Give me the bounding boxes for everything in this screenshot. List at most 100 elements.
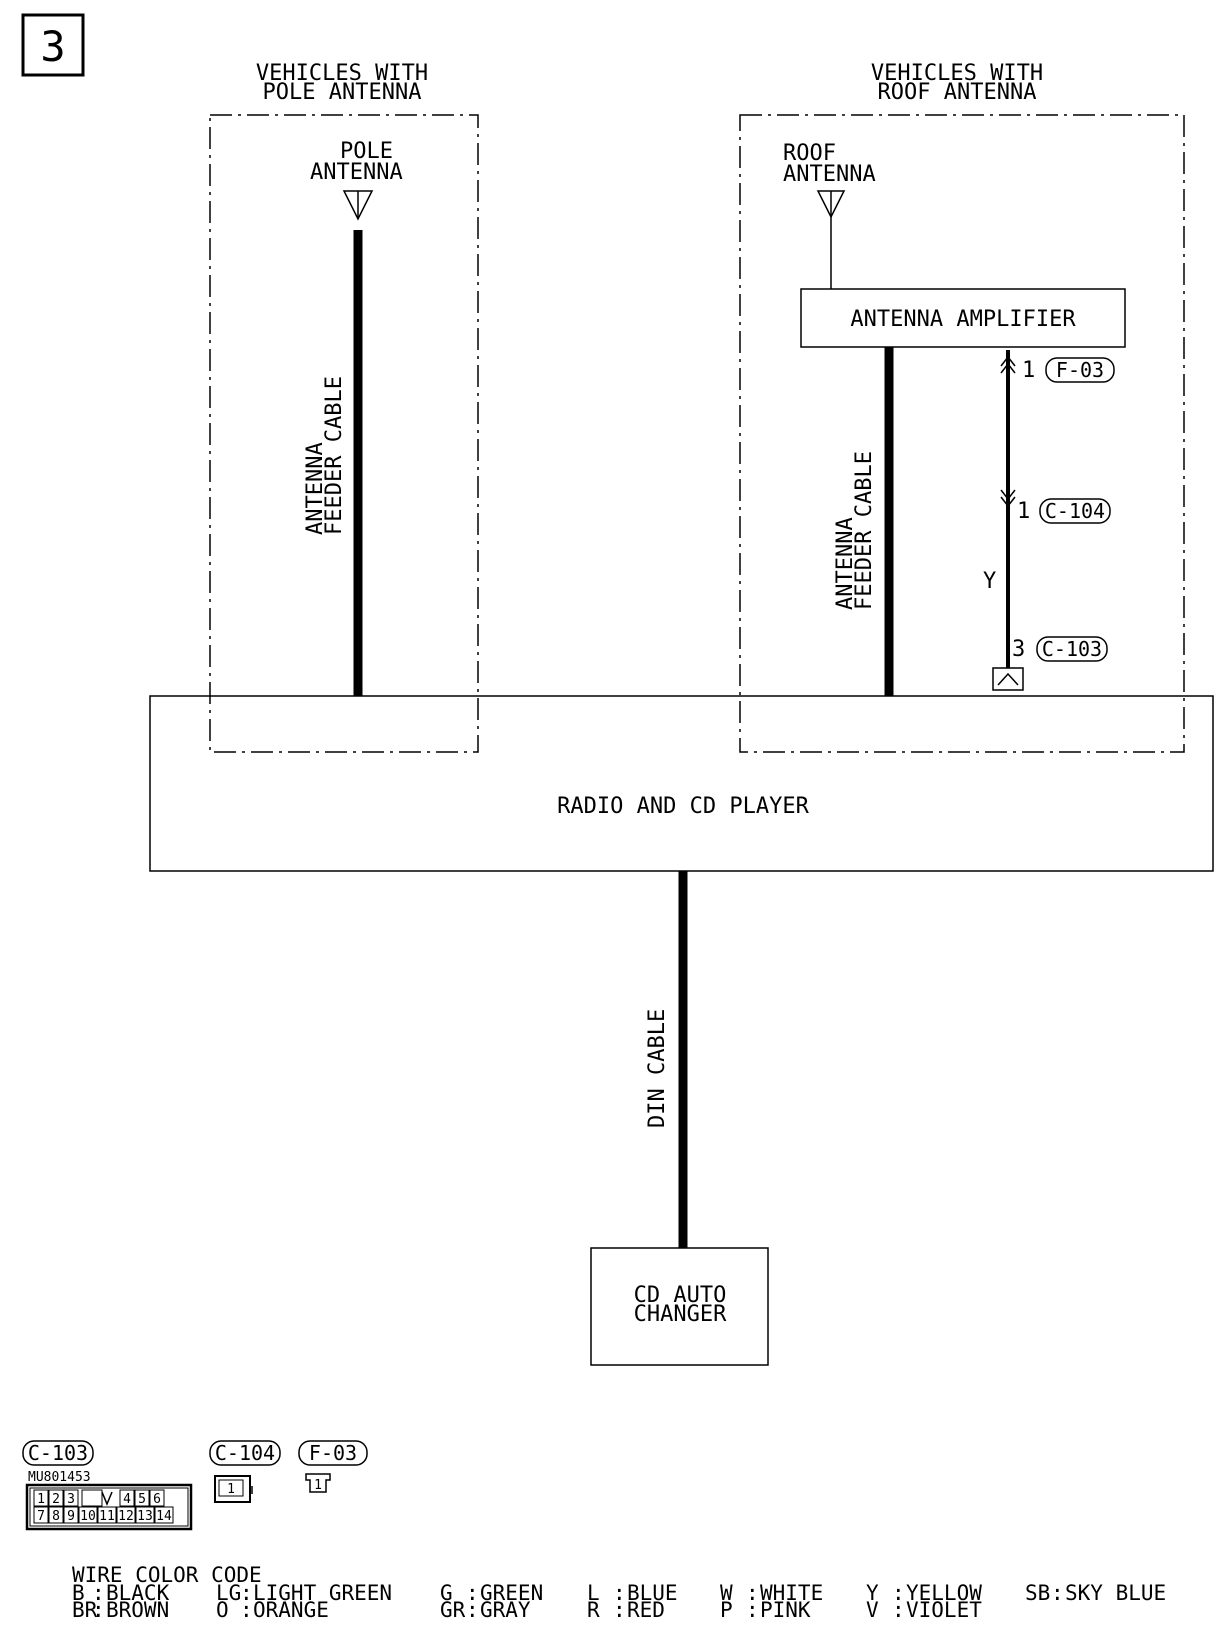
svg-text:C-103: C-103 — [1042, 637, 1102, 661]
svg-text:1: 1 — [37, 1492, 45, 1507]
radio-cd-player-box — [149, 695, 1214, 872]
svg-text:2: 2 — [52, 1492, 60, 1507]
wire-color-code-legend: WIRE COLOR CODE B : BLACK BR : BROWN LG … — [72, 1563, 1166, 1622]
connector-legend-c103: C-103 MU801453 — [22, 1440, 193, 1531]
svg-text:BR: BR — [72, 1598, 98, 1622]
radio-cd-player-label: RADIO AND CD PLAYER — [557, 794, 809, 819]
connector-legend-c104: C-104 1 — [209, 1440, 281, 1503]
svg-text:1: 1 — [1022, 358, 1035, 383]
pole-feeder-cable-label: ANTENNA FEEDER CABLE — [303, 376, 347, 535]
roof-antenna: ROOF ANTENNA — [783, 141, 876, 219]
svg-text:6: 6 — [153, 1492, 161, 1507]
cd-auto-changer-label-line1: CD AUTO — [634, 1283, 727, 1308]
pole-variant-title-line1: VEHICLES WITH — [256, 61, 428, 86]
svg-text:BLACK: BLACK — [106, 1581, 170, 1605]
svg-text:FEEDER CABLE: FEEDER CABLE — [322, 376, 347, 535]
svg-text::: : — [466, 1598, 479, 1622]
connector-arrow-icon — [1000, 355, 1016, 374]
svg-text:RED: RED — [627, 1598, 665, 1622]
svg-text:12: 12 — [118, 1509, 134, 1524]
svg-text:7: 7 — [37, 1509, 45, 1524]
svg-text:F-03: F-03 — [309, 1441, 357, 1465]
svg-text:ANTENNA: ANTENNA — [303, 442, 328, 535]
svg-text:SKY BLUE: SKY BLUE — [1065, 1581, 1166, 1605]
svg-text::: : — [892, 1581, 905, 1605]
wire-color-code-title: WIRE COLOR CODE — [72, 1563, 262, 1587]
svg-text:10: 10 — [80, 1509, 96, 1524]
svg-text::: : — [240, 1581, 253, 1605]
pole-antenna: POLE ANTENNA — [310, 139, 403, 221]
connector-callout-c103: 3 C-103 — [1012, 636, 1108, 662]
svg-text::: : — [1051, 1581, 1064, 1605]
svg-text:SB: SB — [1025, 1581, 1050, 1605]
roof-antenna-variant-region — [739, 114, 1185, 753]
svg-text::: : — [92, 1598, 105, 1622]
svg-text:ORANGE: ORANGE — [253, 1598, 329, 1622]
svg-text:W: W — [720, 1581, 733, 1605]
connector-callout-c104: 1 C-104 — [1017, 498, 1111, 524]
svg-text:C-103: C-103 — [28, 1441, 88, 1465]
svg-text:C-104: C-104 — [215, 1441, 275, 1465]
svg-text:ANTENNA: ANTENNA — [833, 517, 858, 610]
svg-text:Y: Y — [866, 1581, 879, 1605]
antenna-symbol-icon — [342, 190, 374, 221]
terminal-symbol-icon — [992, 667, 1024, 691]
svg-text::: : — [613, 1581, 626, 1605]
svg-text:1: 1 — [314, 1478, 322, 1493]
din-cable-label: DIN CABLE — [645, 1009, 670, 1128]
svg-text:YELLOW: YELLOW — [906, 1581, 982, 1605]
roof-feeder-cable-label: ANTENNA FEEDER CABLE — [833, 451, 877, 610]
svg-text:11: 11 — [99, 1509, 115, 1524]
svg-text:L: L — [587, 1581, 600, 1605]
pole-variant-title-line2: POLE ANTENNA — [263, 80, 422, 105]
cd-auto-changer-box — [590, 1247, 769, 1366]
roof-variant-title-line1: VEHICLES WITH — [871, 61, 1043, 86]
connector-face-f03 — [305, 1473, 331, 1493]
pole-antenna-variant-region — [209, 114, 479, 753]
antenna-amplifier-box — [800, 288, 1126, 348]
svg-text::: : — [746, 1598, 759, 1622]
page-number: 3 — [40, 22, 65, 71]
svg-text:VIOLET: VIOLET — [906, 1598, 982, 1622]
roof-antenna-label-line2: ANTENNA — [783, 162, 876, 187]
svg-text::: : — [92, 1581, 105, 1605]
svg-text:GR: GR — [440, 1598, 466, 1622]
svg-text:G: G — [440, 1581, 453, 1605]
connector-face-c104 — [214, 1475, 253, 1503]
svg-text:3: 3 — [67, 1492, 75, 1507]
svg-text:8: 8 — [52, 1509, 60, 1524]
pole-antenna-label-line2: ANTENNA — [310, 160, 403, 185]
svg-text:GREEN: GREEN — [480, 1581, 543, 1605]
svg-text:LIGHT GREEN: LIGHT GREEN — [253, 1581, 392, 1605]
svg-text:1: 1 — [227, 1482, 235, 1497]
svg-text::: : — [466, 1581, 479, 1605]
svg-text:GRAY: GRAY — [480, 1598, 531, 1622]
svg-text:PINK: PINK — [760, 1598, 811, 1622]
connector-callout-f03: 1 F-03 — [1022, 357, 1115, 383]
svg-text:LG: LG — [216, 1581, 241, 1605]
svg-text:O: O — [216, 1598, 229, 1622]
roof-antenna-label-line1: ROOF — [783, 141, 836, 166]
svg-text:9: 9 — [67, 1509, 75, 1524]
svg-text:1: 1 — [1017, 499, 1030, 524]
page-number-box: 3 — [21, 13, 85, 77]
svg-text:13: 13 — [137, 1509, 153, 1524]
svg-text:3: 3 — [1012, 637, 1025, 662]
svg-text::: : — [613, 1598, 626, 1622]
svg-text:14: 14 — [156, 1509, 172, 1524]
connector-arrow-icon — [1000, 489, 1016, 508]
svg-text:BLUE: BLUE — [627, 1581, 678, 1605]
cd-auto-changer-label-line2: CHANGER — [634, 1302, 727, 1327]
svg-text:B: B — [72, 1581, 85, 1605]
svg-text:R: R — [587, 1598, 600, 1622]
connector-legend-f03: F-03 1 — [298, 1440, 368, 1493]
svg-text:V: V — [866, 1598, 879, 1622]
svg-text:WHITE: WHITE — [760, 1581, 823, 1605]
pole-antenna-label-line1: POLE — [340, 139, 393, 164]
svg-text::: : — [746, 1581, 759, 1605]
svg-text:MU801453: MU801453 — [28, 1470, 91, 1485]
svg-text:P: P — [720, 1598, 733, 1622]
svg-text:FEEDER CABLE: FEEDER CABLE — [852, 451, 877, 610]
keyway-icon — [101, 1491, 113, 1506]
